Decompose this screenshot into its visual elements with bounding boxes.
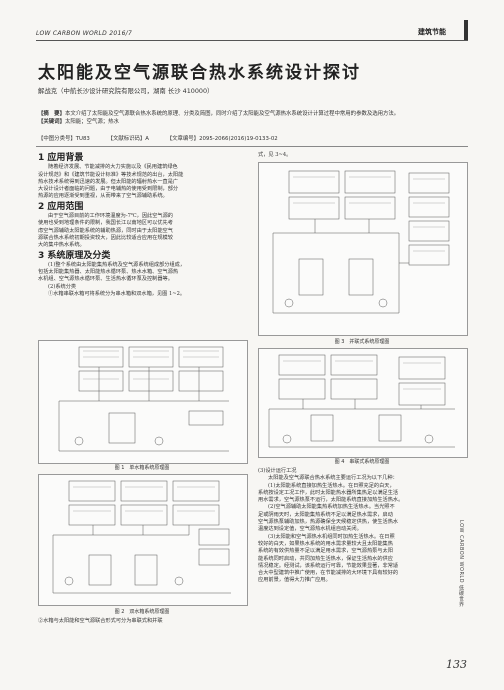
bottom-note-line: ②水箱与太阳能和空气源联合形式可分为串联式和并联 [38,618,163,624]
abstract-rule [36,146,468,147]
s1-line: 热水技术系统得到迅速的发展。但太阳能的辐射热水一直是广 [38,178,179,185]
figure-1-caption: 图 1 单水箱系统原理图 [114,465,170,471]
s1-line: 随着经济发展、节能减排的大力实施以及《民用建筑绿色 [48,164,178,171]
figure-3-caption: 图 3 并联式系统原理图 [334,339,390,345]
right-col-line: (1)太阳能系统直接加热生活热水。在日照充足的白天， [268,482,395,489]
figure-2-diagram [38,474,248,606]
right-column-intro: 式，见 3~4。 [258,152,466,159]
section-3-heading: 3 系统原理及分类 [38,250,111,261]
right-intro-line: 式，见 3~4。 [258,152,292,158]
doc-code: 【文献标识码】A [107,136,149,142]
section-1-heading: 1 应用背景 [38,153,84,163]
side-journal-text: LOW CARBON WORLD 低碳世界 [458,520,464,608]
s3-line: (2)系统分类 [48,283,77,290]
abstract-text: 本文介绍了太阳能及空气源联合热水系统的原理、分类及简图，同时介绍了太阳能及空气源… [64,111,400,117]
abstract: 【摘 要】本文介绍了太阳能及空气源联合热水系统的原理、分类及简图，同时介绍了太阳… [38,110,468,126]
page-number: 133 [446,658,467,671]
right-column-text: (3)设计运行工况 太阳能及空气源联合热水系统主要运行工况为以下几种： (1)太… [258,468,466,585]
s3-line: ①水箱串联水箱可将系统分为串水箱和双水箱，见图 1~2。 [48,291,186,298]
s1-line: 热源的应用逐渐受到重视，从而带来了空气源辅助系统。 [38,193,168,200]
right-col-line: 能系统同时启动，共同加热生活热水，保证生活热水的供应 [258,555,393,562]
left-column: 1 应用背景 随着经济发展、节能减排的大力实施以及《民用建筑绿色 设计规范》和《… [38,152,246,298]
journal-header: LOW CARBON WORLD 2016/7 [36,30,133,37]
s1-line: 大设计设计者面临的问题，由于电辅热的使用受到限制，部分 [38,186,179,193]
s2-line: 虑空气源辅助太阳能系统的辅助热源，同时由于太阳能空气 [38,227,173,234]
s2-line: 由于空气源目前的工作环境温度为-7℃，因此空气源的 [48,213,173,220]
abstract-label: 【摘 要】 [38,111,65,117]
right-col-line: (2)空气源辅助太阳能集热系统加热生活热水。当光照不 [268,504,395,511]
right-col-line: 系统按设定工况工作，此时太阳能热水器所集热足以满足生活 [258,489,399,496]
right-col-line: 温度达到设定值，空气源热水机组自动关闭。 [258,526,362,533]
header-bar [464,20,468,40]
figure-4-diagram [258,348,468,458]
right-col-line: 用水需求，空气源热泵不运行，太阳能系统直接加热生活热水。 [258,497,404,504]
right-col-line: 应用前景，值得大力推广应用。 [258,577,331,584]
s2-line: 使用也受到地理条件的限制，我国长江以南地区可以优先考 [38,220,173,227]
right-col-line: 较好的白天，如果热水系统的用水需求量较大且太阳能集热 [258,540,393,547]
section-2-heading: 2 应用范围 [38,201,84,212]
right-col-line: 太阳能及空气源联合热水系统主要运行工况为以下几种： [268,475,398,482]
meta-row: 【中图分类号】TU83 【文献标识码】A 【文章编号】2095-2066(201… [38,134,294,142]
right-col-line: 空气源热泵辅助加热，热源确保全天候稳定供热，使生活热水 [258,519,399,526]
s3-line: 水机组、空气源热水循环泵、生活热水循环泵及控制器等。 [38,276,173,283]
figure-4-caption: 图 4 串联式系统原理图 [334,459,390,465]
right-col-line: 情况稳定。经测试，该系统运行可靠，节能效果显著，非常适 [258,562,399,569]
s3-line: (1)整个系统由太阳能集热系统及空气源系统组成部分组成， [48,261,186,268]
figure-3-diagram [258,162,468,336]
right-col-line: 系统的有效供热量不足以满足用水需求，空气源热泵与太阳 [258,548,393,555]
keywords-label: 【关键词】 [38,119,65,125]
page-title: 太阳能及空气源联合热水系统设计探讨 [38,63,361,83]
s2-line: 大的集中热水系统。 [38,242,85,249]
right-col-line: 合大中型建筑中推广使用，在节能减排的大环境下具有较好的 [258,570,399,577]
article-id: 【文章编号】2095-2066(2016)19-0133-02 [166,136,278,142]
s1-line: 设计规范》和《建筑节能设计标准》等技术规范的出台，太阳能 [38,171,184,178]
s2-line: 源联合热水系统初期投资较大，因此比较适合应用在规模较 [38,234,173,241]
keywords-text: 太阳能；空气源；热水 [64,119,119,125]
header-rule [36,40,468,41]
figure-1-diagram [38,340,248,464]
figure-2-caption: 图 2 双水箱系统原理图 [114,609,170,615]
section-header: 建筑节能 [418,28,446,36]
right-col-line: (3)太阳能和空气源热水机组同时加热生活热水。在日照 [268,533,395,540]
left-bottom-note: ②水箱与太阳能和空气源联合形式可分为串联式和并联 [38,618,246,625]
right-col-head: (3)设计运行工况 [258,468,297,474]
author-line: 解战克（中航长沙设计研究院有限公司，湖南 长沙 410000） [38,87,214,95]
s3-line: 包括太阳能集热器、太阳能热水循环泵、热水水箱、空气源热 [38,269,179,276]
right-col-line: 足或阴雨天时，太阳能集热系统不足以满足热水需求，启动 [258,511,393,518]
clc-code: 【中图分类号】TU83 [38,136,90,142]
